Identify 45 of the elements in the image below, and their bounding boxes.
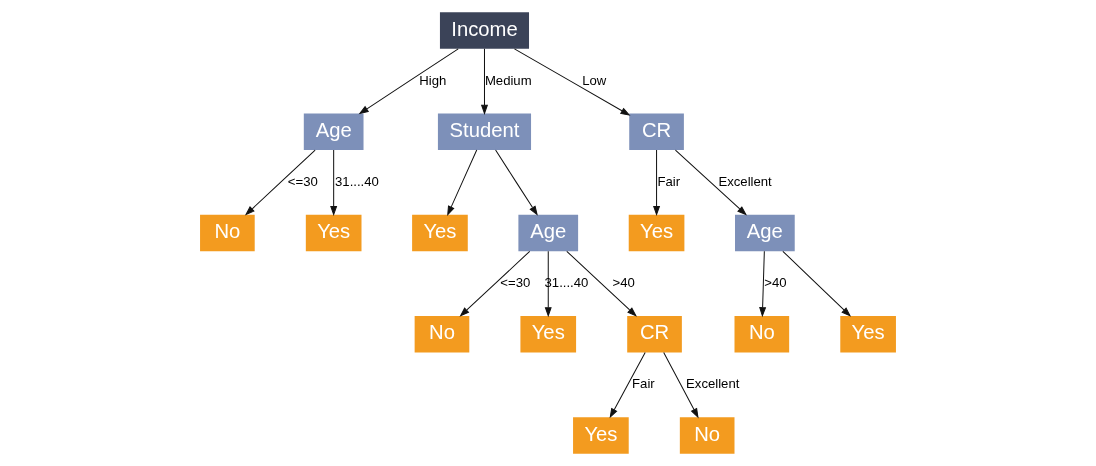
arrow [447,149,478,216]
arrow [544,250,552,318]
node-box: Yes [840,316,896,353]
arrow [609,352,646,419]
node-box: CR [629,113,684,150]
edge-label: >40 [612,275,635,291]
arrow [782,250,852,317]
node-box: Age [303,113,364,150]
edge-label: Medium [484,72,532,88]
arrow [459,250,531,317]
node-box: No [734,316,790,353]
node-box: CR [627,316,682,353]
edge-label: Low [582,72,607,88]
edge-label: Fair [632,376,655,392]
node-box: Yes [412,214,468,252]
node-box: No [414,316,470,353]
arrow [759,250,767,318]
node-box: Yes [628,214,685,252]
edge-label: 31....40 [335,173,379,189]
node-box: Age [735,214,795,252]
edge-label: <=30 [287,173,318,189]
node-box: No [679,417,735,454]
arrow [566,250,637,317]
node-box: Student [437,113,532,150]
node-box: Yes [520,316,577,353]
node-box: Yes [305,214,362,252]
arrow [513,48,631,116]
arrow [653,149,661,217]
node-box: No [200,214,255,252]
edge-label: High [419,72,447,88]
arrow [244,149,316,216]
edge-label: <=30 [500,275,531,291]
arrow [358,48,459,115]
arrow [674,149,747,216]
arrow [663,352,699,419]
arrow [330,149,338,217]
edge-label: >40 [764,275,787,291]
node-box: Income [439,12,529,49]
edge-label: Fair [657,173,681,189]
node-box: Yes [573,417,629,454]
arrow [495,149,538,216]
arrow [480,48,489,115]
node-box: Age [518,214,579,252]
edge-label: Excellent [718,173,772,189]
edge-label: Excellent [686,376,740,392]
